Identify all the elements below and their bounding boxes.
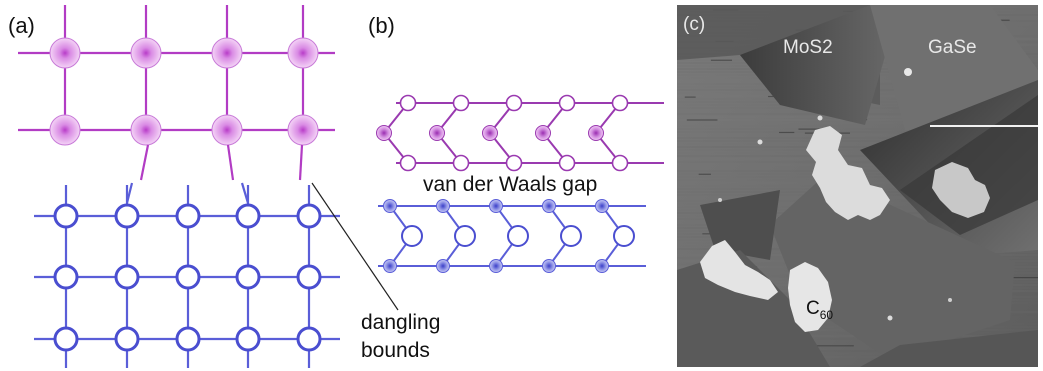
center-atom bbox=[613, 225, 635, 247]
blue-atom bbox=[296, 326, 322, 352]
blue-atom bbox=[235, 264, 261, 290]
center-atom bbox=[401, 225, 423, 247]
stm-image: (c) MoS2 GaSe C60 bbox=[677, 5, 1038, 367]
c60-island-right bbox=[932, 162, 990, 218]
van-der-waals-gap-label: van der Waals gap bbox=[423, 173, 597, 196]
blue-atom bbox=[296, 264, 322, 290]
blue-atom bbox=[53, 264, 79, 290]
dangling-bond bbox=[139, 144, 150, 181]
mos2-label: MoS2 bbox=[783, 37, 833, 58]
dangling-bonds-label-line1: dangling bbox=[361, 311, 440, 334]
c60-island-main bbox=[806, 126, 890, 220]
outer-atom bbox=[542, 259, 556, 273]
blue-atom bbox=[235, 203, 261, 229]
triangle-flake bbox=[770, 175, 1015, 360]
outer-atom bbox=[558, 154, 576, 172]
outer-atom bbox=[452, 94, 470, 112]
panel-a: (a) dangling bounds bbox=[8, 5, 440, 368]
dangling-bond bbox=[125, 182, 134, 204]
lower-layer-blue bbox=[378, 199, 646, 273]
outer-atom bbox=[595, 259, 609, 273]
outer-atom bbox=[489, 259, 503, 273]
c60-speck bbox=[904, 68, 912, 76]
center-atom bbox=[376, 125, 392, 141]
panel-b: (b) van der Waals gap bbox=[368, 13, 664, 273]
c60-speck bbox=[948, 298, 952, 302]
outer-atom bbox=[558, 94, 576, 112]
blue-atom bbox=[235, 326, 261, 352]
c60-label: C60 bbox=[806, 298, 833, 322]
dangling-bond bbox=[298, 144, 304, 181]
center-atom bbox=[560, 225, 582, 247]
c60-speck bbox=[757, 139, 763, 145]
outer-atom bbox=[452, 154, 470, 172]
magenta-atom bbox=[211, 37, 243, 69]
magenta-atom bbox=[130, 114, 162, 146]
dangling-bond bbox=[226, 144, 235, 181]
blue-atom bbox=[114, 264, 140, 290]
center-atom bbox=[507, 225, 529, 247]
c60-island-center bbox=[788, 262, 832, 332]
diagonal-flake-shadow bbox=[900, 95, 1038, 235]
c60-speck bbox=[817, 115, 823, 121]
outer-atom bbox=[595, 199, 609, 213]
blue-lattice-atoms bbox=[53, 203, 322, 352]
upper-layer-magenta bbox=[376, 94, 664, 172]
center-atom bbox=[535, 125, 551, 141]
outer-atom bbox=[505, 154, 523, 172]
center-atom bbox=[429, 125, 445, 141]
outer-atom bbox=[611, 94, 629, 112]
blue-atom bbox=[175, 326, 201, 352]
c60-label-main: C bbox=[806, 298, 820, 319]
panel-b-label: (b) bbox=[368, 13, 395, 38]
magenta-atom bbox=[49, 37, 81, 69]
outer-atom bbox=[505, 94, 523, 112]
outer-atom bbox=[542, 199, 556, 213]
c60-speck bbox=[718, 198, 722, 202]
c60-label-subscript: 60 bbox=[820, 308, 834, 322]
blue-atom bbox=[114, 203, 140, 229]
magenta-atom bbox=[49, 114, 81, 146]
c60-island-lower bbox=[700, 240, 778, 300]
outer-atom bbox=[436, 199, 450, 213]
blue-atom bbox=[175, 203, 201, 229]
dangling-bond bbox=[240, 182, 250, 204]
blue-atom bbox=[53, 326, 79, 352]
dangling-bonds bbox=[125, 144, 304, 204]
outer-atom bbox=[436, 259, 450, 273]
blue-atom bbox=[296, 203, 322, 229]
panel-a-label: (a) bbox=[8, 13, 35, 38]
outer-atom bbox=[399, 154, 417, 172]
outer-atom bbox=[489, 199, 503, 213]
outer-atom bbox=[383, 199, 397, 213]
annotation-pointer-line bbox=[311, 182, 399, 311]
dangling-bonds-label-line2: bounds bbox=[361, 339, 430, 362]
center-atom bbox=[454, 225, 476, 247]
magenta-atom bbox=[130, 37, 162, 69]
blue-atom bbox=[114, 326, 140, 352]
magenta-lattice-atoms bbox=[49, 37, 319, 146]
gase-label: GaSe bbox=[928, 37, 977, 58]
c60-speck bbox=[887, 315, 893, 321]
panel-c-label: (c) bbox=[683, 14, 705, 35]
magenta-atom bbox=[287, 37, 319, 69]
blue-atom bbox=[53, 203, 79, 229]
blue-atom bbox=[175, 264, 201, 290]
center-atom bbox=[482, 125, 498, 141]
magenta-atom bbox=[287, 114, 319, 146]
outer-atom bbox=[399, 94, 417, 112]
mos2-flake-dark-band bbox=[740, 5, 900, 125]
center-atom bbox=[588, 125, 604, 141]
outer-atom bbox=[611, 154, 629, 172]
outer-atom bbox=[383, 259, 397, 273]
bottom-step-band bbox=[860, 330, 1038, 367]
magenta-atom bbox=[211, 114, 243, 146]
